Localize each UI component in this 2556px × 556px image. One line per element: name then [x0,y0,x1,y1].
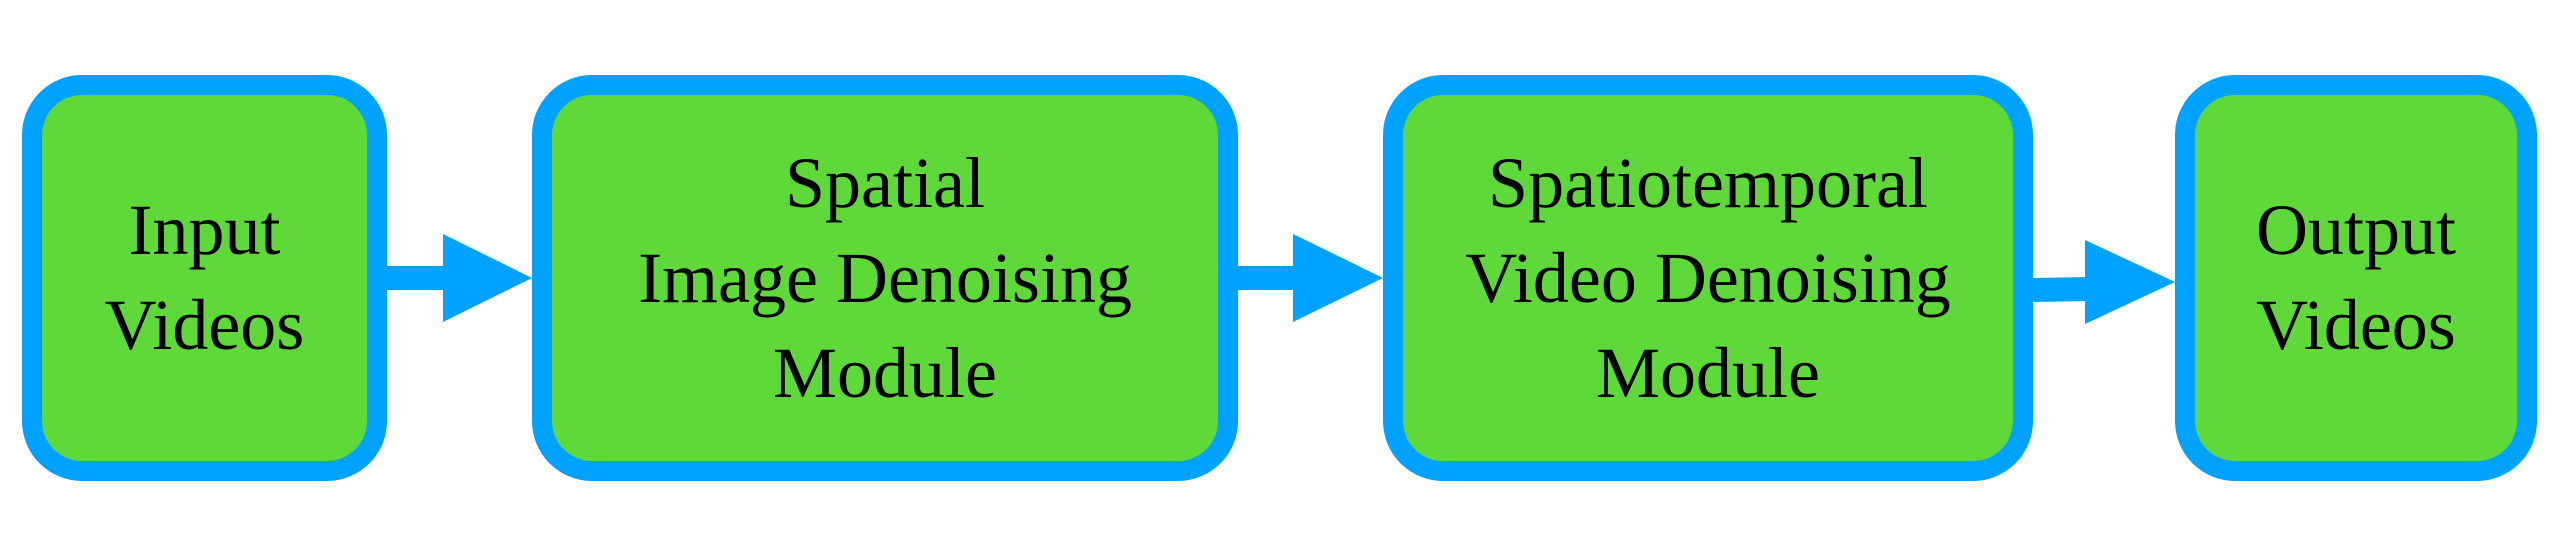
spatial-image-denoising-box: Spatial Image Denoising Module [532,75,1238,481]
input-videos-box: Input Videos [22,75,387,481]
output-videos-box: Output Videos [2175,75,2537,481]
input-videos-label: Input Videos [104,190,305,365]
spatial-image-denoising-label: Spatial Image Denoising Module [638,142,1132,413]
spatiotemporal-video-denoising-box: Spatiotemporal Video Denoising Module [1383,75,2033,481]
spatiotemporal-video-denoising-label: Spatiotemporal Video Denoising Module [1465,142,1951,413]
output-videos-label: Output Videos [2255,190,2456,365]
